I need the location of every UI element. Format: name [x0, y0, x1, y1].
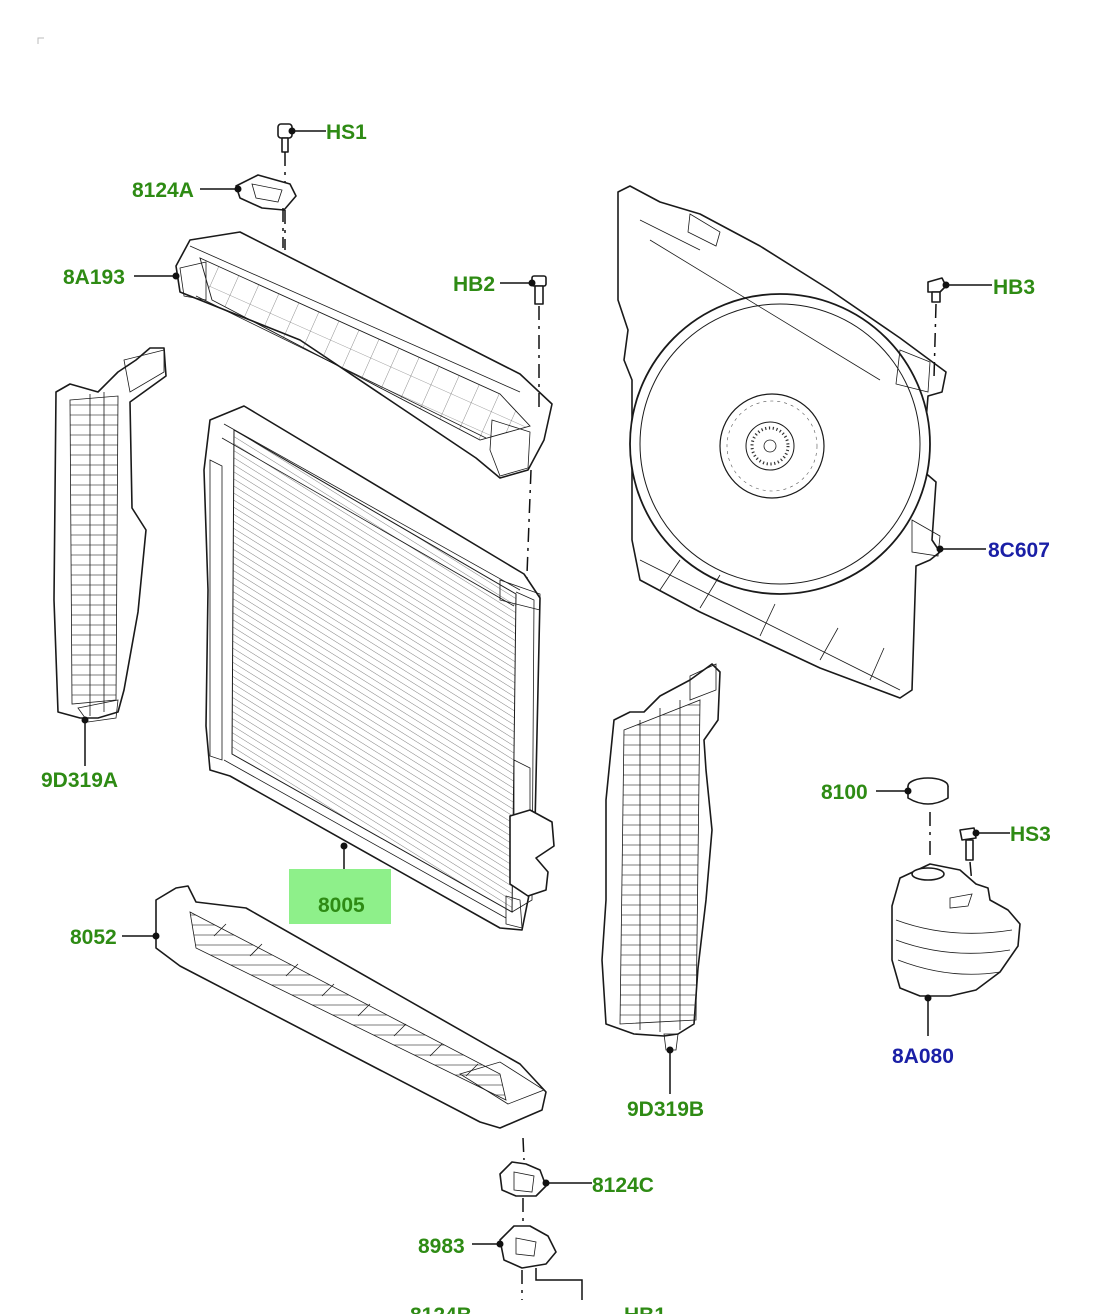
callout-labels: HS1 8124A 8A193 HB2 HB3 8C607 9D319A 810… — [41, 121, 1051, 1314]
right-deflector-drawing — [601, 663, 721, 1051]
radiator-drawing — [203, 405, 555, 931]
lower-member-drawing — [155, 885, 547, 1161]
label-8a080[interactable]: 8A080 — [892, 1045, 954, 1068]
label-8983[interactable]: 8983 — [418, 1235, 465, 1258]
bracket-8124c-drawing — [499, 1161, 547, 1230]
label-9d319a[interactable]: 9D319A — [41, 769, 118, 792]
bolt-hs3-drawing — [959, 827, 977, 885]
label-8124a[interactable]: 8124A — [132, 179, 194, 202]
label-9d319b[interactable]: 9D319B — [627, 1098, 704, 1121]
fan-shroud-drawing — [617, 185, 947, 699]
label-8052[interactable]: 8052 — [70, 926, 117, 949]
bolt-hb3-drawing — [927, 277, 947, 379]
label-hb3[interactable]: HB3 — [993, 276, 1035, 299]
expansion-tank-drawing — [891, 863, 1021, 1036]
label-8100[interactable]: 8100 — [821, 781, 868, 804]
upper-crossmember-drawing — [175, 231, 553, 479]
clip-8983-drawing — [499, 1225, 583, 1300]
highlight-8005 — [289, 869, 391, 924]
cap-8100-drawing — [907, 777, 949, 856]
label-hb2[interactable]: HB2 — [453, 273, 495, 296]
label-8a193[interactable]: 8A193 — [63, 266, 125, 289]
label-8124b[interactable]: 8124B — [410, 1304, 472, 1314]
label-8124c[interactable]: 8124C — [592, 1174, 654, 1197]
corner-mark — [37, 37, 44, 44]
label-8c607[interactable]: 8C607 — [988, 539, 1050, 562]
label-8005[interactable]: 8005 — [318, 894, 365, 917]
label-hb1[interactable]: HB1 — [624, 1304, 666, 1314]
bracket-8124a-drawing — [235, 174, 297, 248]
label-hs3[interactable]: HS3 — [1010, 823, 1051, 846]
label-hs1[interactable]: HS1 — [326, 121, 367, 144]
left-deflector-drawing — [53, 347, 167, 723]
